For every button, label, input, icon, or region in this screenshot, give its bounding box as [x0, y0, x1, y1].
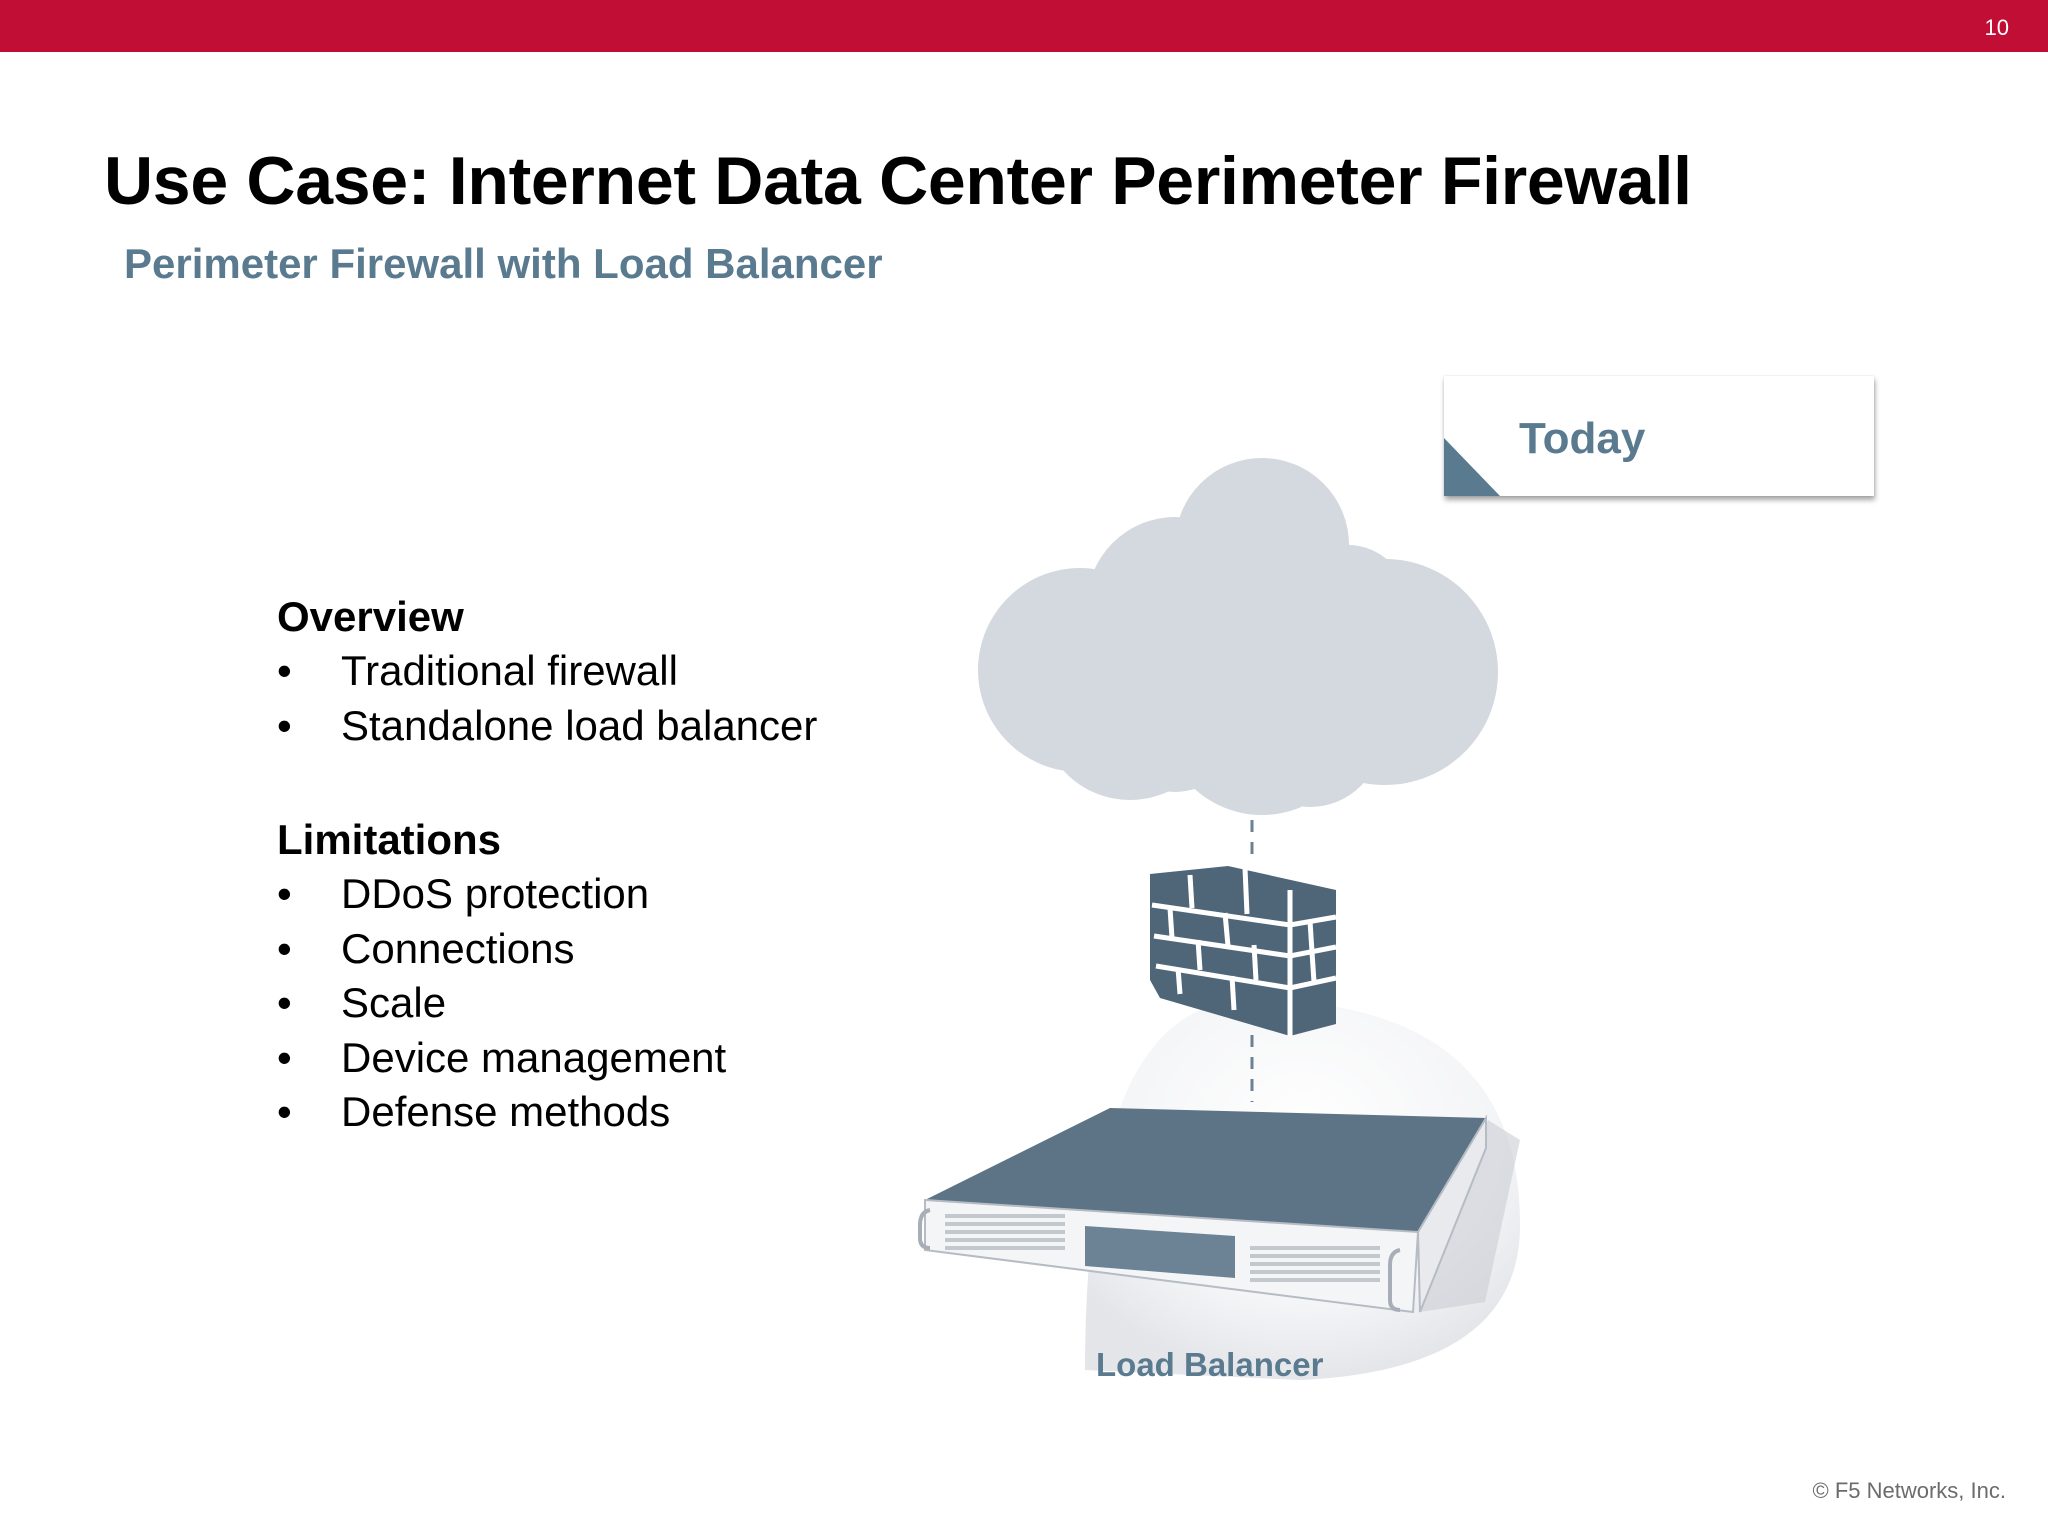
today-label: Today: [1519, 414, 1646, 463]
slide-title: Use Case: Internet Data Center Perimeter…: [104, 143, 1692, 219]
slide-number: 10: [1984, 15, 2009, 40]
list-item: • Traditional firewall: [277, 644, 917, 699]
slide-subtitle: Perimeter Firewall with Load Balancer: [124, 240, 883, 287]
top-banner: 10: [0, 0, 2048, 52]
list-item: • Connections: [277, 922, 917, 977]
list-item-text: Scale: [341, 979, 447, 1026]
load-balancer-icon: [918, 1108, 1520, 1314]
overview-heading: Overview: [277, 593, 464, 640]
today-callout: Today: [1444, 376, 1874, 496]
list-item: • Standalone load balancer: [277, 699, 917, 754]
overview-list: • Traditional firewall • Standalone load b…: [277, 644, 917, 753]
list-item-text: Defense methods: [341, 1088, 671, 1135]
list-item: • DDoS protection: [277, 867, 917, 922]
bullet-icon: •: [277, 979, 292, 1026]
limitations-list: • DDoS protection • Connections • Scale • De…: [277, 867, 917, 1140]
bullet-icon: •: [277, 870, 292, 917]
list-item: • Scale: [277, 976, 917, 1031]
list-item-text: Standalone load balancer: [341, 701, 818, 749]
bullet-icon: •: [277, 1088, 292, 1135]
list-item-text: Device management: [341, 1033, 727, 1081]
corner-triangle-icon: [1444, 438, 1500, 496]
list-item-text: Connections: [341, 924, 575, 972]
bullet-icon: •: [277, 647, 292, 694]
limitations-section: Limitations • DDoS protection • Connection…: [277, 813, 917, 1140]
list-item: • Defense methods: [277, 1085, 917, 1140]
limitations-heading: Limitations: [277, 816, 502, 863]
list-item-text: Traditional firewall: [341, 647, 678, 694]
list-item: • Device management: [277, 1031, 917, 1086]
copyright-footer: © F5 Networks, Inc.: [1812, 1478, 2006, 1503]
bullet-icon: •: [277, 1033, 292, 1081]
bullet-icon: •: [277, 701, 292, 749]
firewall-icon: [1150, 866, 1337, 1036]
overview-section: Overview • Traditional firewall • Standalo…: [277, 590, 917, 753]
internet-cloud-icon: [978, 458, 1498, 815]
load-balancer-label: Load Balancer: [1096, 1346, 1324, 1383]
bullet-icon: •: [277, 924, 292, 972]
list-item-text: DDoS protection: [341, 870, 650, 917]
